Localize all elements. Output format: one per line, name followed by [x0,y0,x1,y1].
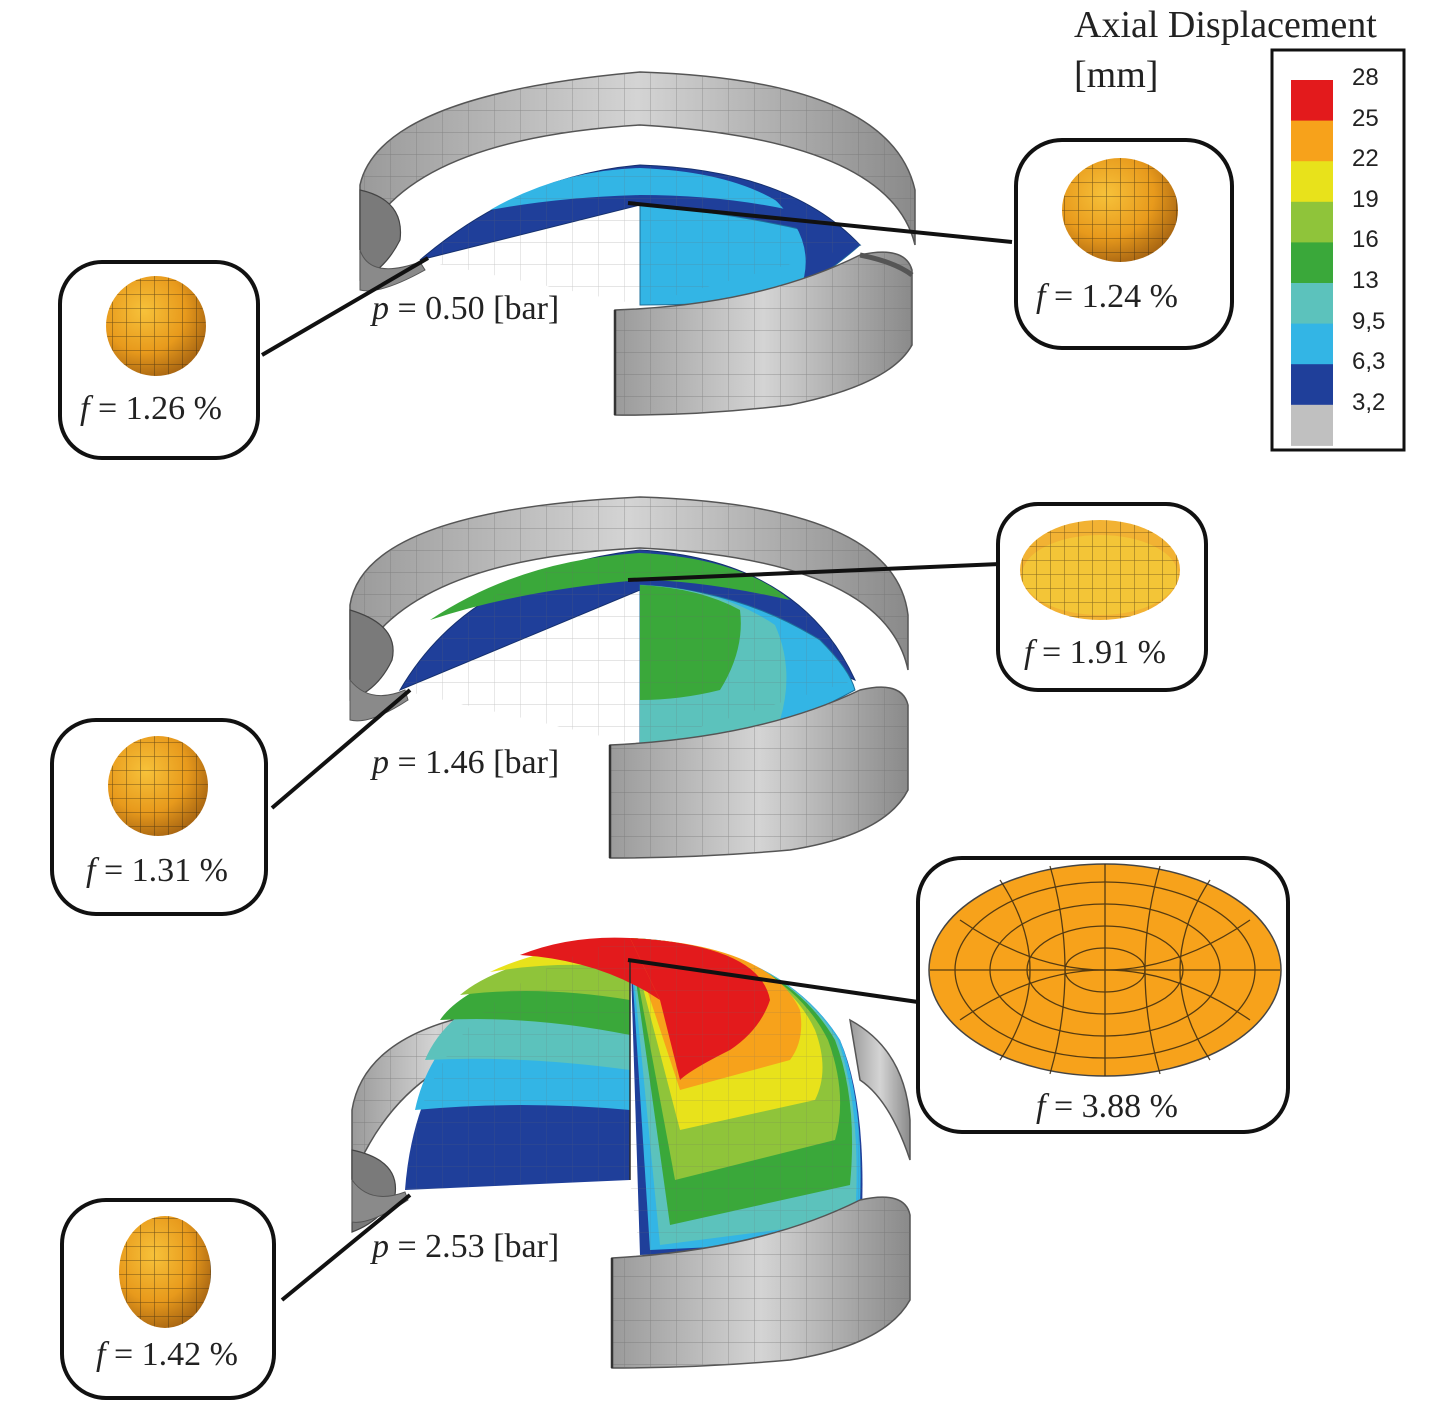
right-fraction-label-1: f = 1.24 % [1036,278,1178,315]
right-fraction-label-3: f = 3.88 % [1036,1088,1178,1125]
legend-tick: 6,3 [1352,348,1386,375]
legend-swatch [1291,364,1333,406]
callout-line-left-1 [260,256,430,357]
callout-line-right-1 [627,201,1013,244]
legend-tick: 16 [1352,226,1379,253]
pressure-label-2: p = 1.46 [bar] [372,744,560,781]
right-fraction-label-2: f = 1.91 % [1024,634,1166,671]
legend-title: Axial Displacement [mm] [1074,0,1434,100]
legend-tick: 28 [1352,64,1379,91]
legend-swatch [1291,120,1333,162]
legend-tick: 22 [1352,145,1379,172]
legend-swatch [1291,323,1333,365]
legend-colorbar [1291,80,1333,446]
callout-line-left-2 [270,688,412,810]
case-2-model [349,496,909,859]
legend-title-line2: [mm] [1074,54,1159,96]
legend-swatch [1291,201,1333,243]
legend-tick: 13 [1352,267,1379,294]
legend-swatch [1291,80,1333,122]
legend-title-line1: Axial Displacement [1074,4,1377,46]
pressure-label-3: p = 2.53 [bar] [372,1228,560,1265]
legend-tick: 9,5 [1352,308,1386,335]
case-1-model [359,71,916,416]
legend-swatch [1291,283,1333,325]
left-fraction-label-3: f = 1.42 % [96,1336,238,1373]
legend-swatch [1291,242,1333,284]
callout-line-right-3 [627,958,919,1004]
legend-tick: 19 [1352,186,1379,213]
left-fraction-label-1: f = 1.26 % [80,390,222,427]
legend-swatch [1291,161,1333,203]
legend-tick: 25 [1352,105,1379,132]
callout-line-left-3 [280,1193,412,1302]
pressure-label-1: p = 0.50 [bar] [372,290,560,327]
callout-line-right-2 [627,562,1001,582]
left-fraction-label-2: f = 1.31 % [86,852,228,889]
case-3-model [351,937,911,1369]
legend-swatch [1291,404,1333,446]
legend-tick: 3,2 [1352,389,1386,416]
